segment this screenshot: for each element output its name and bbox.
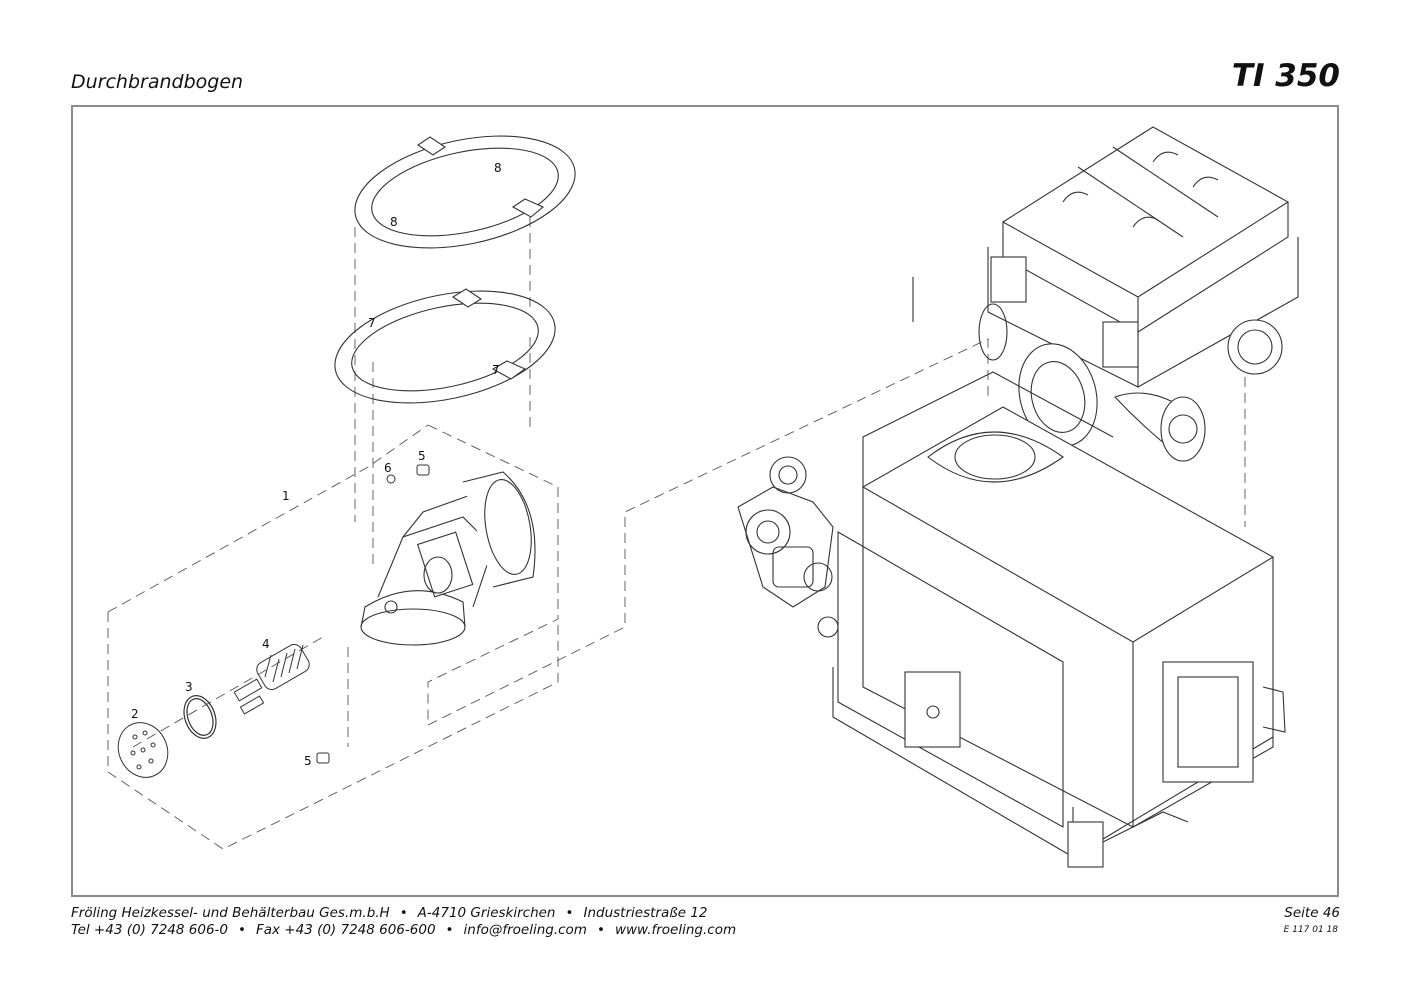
page-title: Durchbrandbogen <box>71 71 244 93</box>
burn-through-elbow <box>360 471 536 646</box>
flue-connection-flanges <box>978 303 1206 462</box>
plug-parts-5-6 <box>316 464 430 764</box>
footer-city: A-4710 Grieskirchen <box>417 905 556 921</box>
boiler-body <box>832 277 1286 868</box>
footer-web-link[interactable]: www.froeling.com <box>614 922 737 938</box>
callout-3: 3 <box>185 680 193 694</box>
footer-email-link[interactable]: info@froeling.com <box>463 922 587 938</box>
document-number: E 117 01 18 <box>1283 925 1338 935</box>
footer-contact-line: Tel +43 (0) 7248 606-0 • Fax +43 (0) 7248 … <box>71 922 736 938</box>
footer-street: Industriestraße 12 <box>583 905 708 921</box>
gasket-ring-7 <box>334 288 556 404</box>
callout-5: 5 <box>304 754 312 768</box>
perforated-disc <box>117 722 169 778</box>
callout-8: 8 <box>494 161 502 175</box>
footer-company: Fröling Heizkessel- und Behälterbau Ges.… <box>71 905 390 921</box>
separator: • <box>565 905 574 921</box>
exploded-view-drawing: 8 8 7 7 6 5 1 4 3 2 5 <box>107 126 1299 868</box>
separator: • <box>596 922 605 938</box>
callout-4: 4 <box>262 637 270 651</box>
callout-1: 1 <box>282 489 290 503</box>
page-number: Seite 46 <box>1284 905 1340 921</box>
assembly-guide-lines <box>107 217 1246 850</box>
separator: • <box>399 905 408 921</box>
ignition-element <box>233 643 310 715</box>
callout-8: 8 <box>390 215 398 229</box>
callout-7: 7 <box>492 363 500 377</box>
part-callouts: 8 8 7 7 6 5 1 4 3 2 5 <box>131 161 502 768</box>
callout-5: 5 <box>418 449 426 463</box>
callout-7: 7 <box>368 316 376 330</box>
fan-drive-assembly <box>737 456 839 638</box>
callout-2: 2 <box>131 707 139 721</box>
footer-fax: Fax +43 (0) 7248 606-600 <box>255 922 436 938</box>
footer-address-line: Fröling Heizkessel- und Behälterbau Ges.… <box>71 905 708 921</box>
upper-heat-exchanger-unit <box>987 126 1299 388</box>
footer-tel: Tel +43 (0) 7248 606-0 <box>71 922 228 938</box>
o-ring <box>183 695 217 739</box>
gasket-ring-8 <box>354 135 576 249</box>
separator: • <box>445 922 454 938</box>
separator: • <box>238 922 246 938</box>
model-name: TI 350 <box>1231 58 1340 94</box>
callout-6: 6 <box>384 461 392 475</box>
drawing-frame: 8 8 7 7 6 5 1 4 3 2 5 <box>71 105 1339 897</box>
